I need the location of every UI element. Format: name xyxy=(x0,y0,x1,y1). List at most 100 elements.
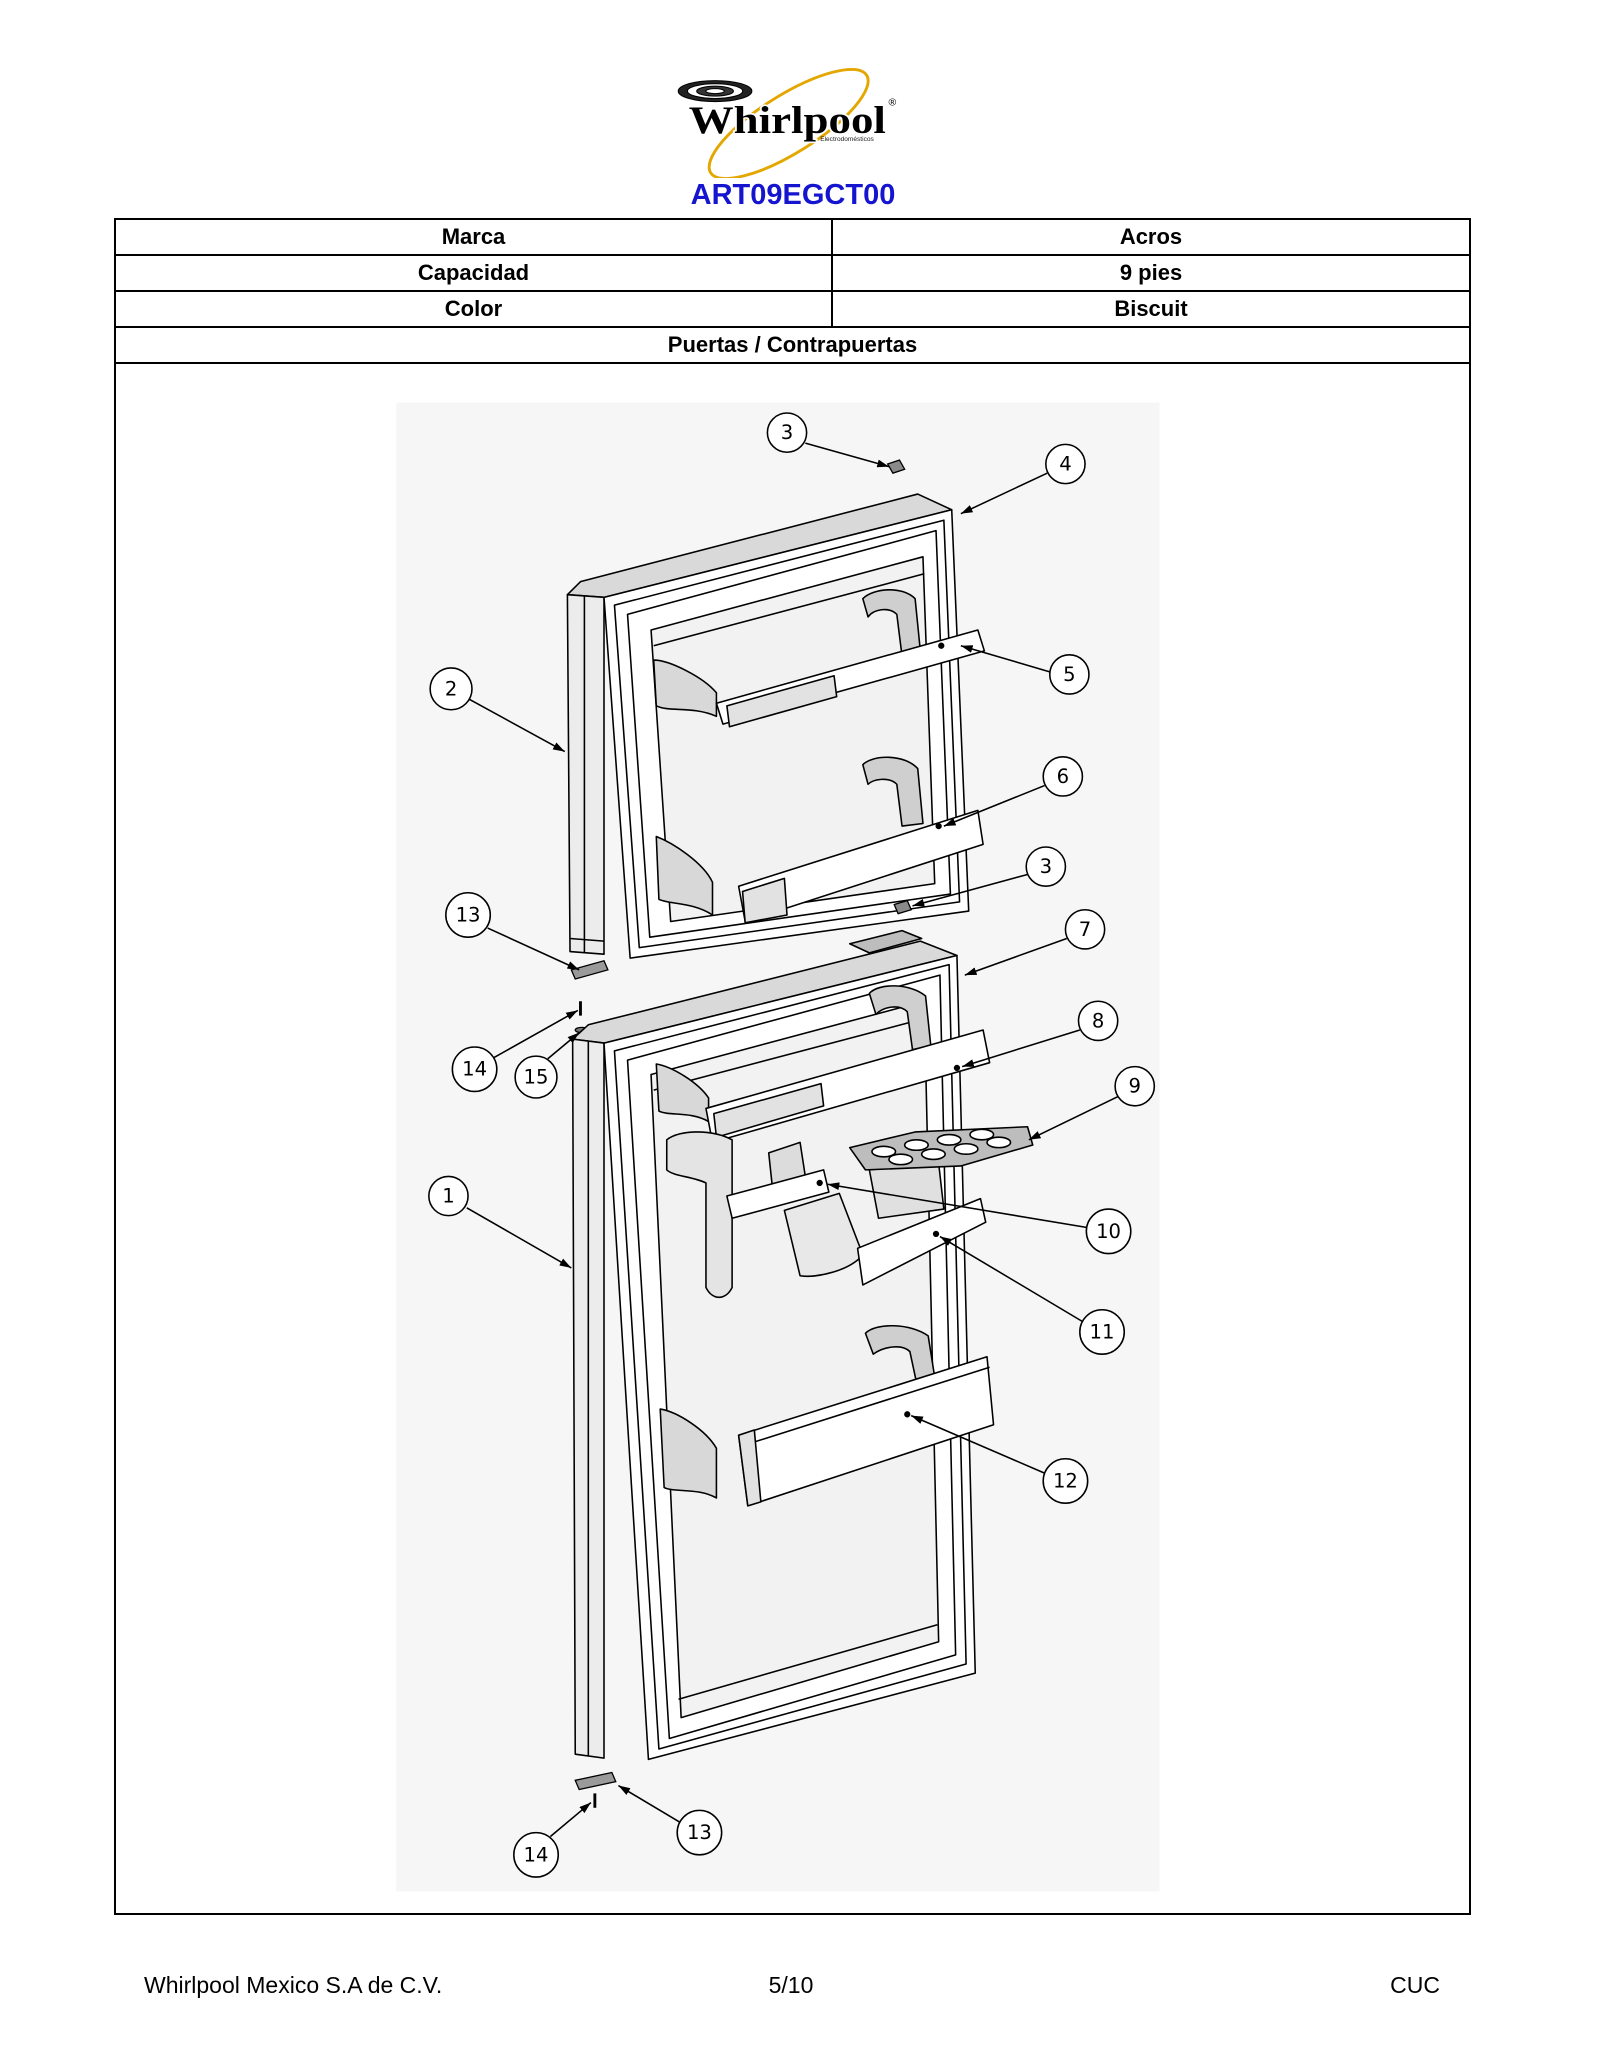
logo-wordmark: Whirlpool xyxy=(689,98,886,142)
exploded-parts-diagram: 3 4 5 2 xyxy=(396,402,1160,1892)
section-title: Puertas / Contrapuertas xyxy=(667,332,918,357)
shelf-11-target xyxy=(932,1230,940,1238)
freezer-door-bottom-edge xyxy=(569,937,605,942)
freezer-upper-left-support xyxy=(652,659,718,718)
exploded-diagram-cell: 3 4 5 2 xyxy=(116,364,1469,1913)
small-parts xyxy=(570,459,913,1808)
callout-label: 14 xyxy=(462,1058,487,1081)
shelf-8-end xyxy=(713,1082,825,1138)
callout-14-bottom: 14 xyxy=(513,1801,592,1878)
callout-label: 1 xyxy=(442,1185,454,1208)
callout-6: 6 xyxy=(943,756,1084,827)
fresh-liner-bottom-rim xyxy=(678,1624,938,1701)
callout-label: 6 xyxy=(1057,765,1069,788)
spec-row-color: Color Biscuit xyxy=(116,292,1469,328)
shelf-5-target xyxy=(938,642,945,649)
spec-label: Marca xyxy=(116,220,833,254)
section-header-row: Puertas / Contrapuertas xyxy=(116,328,1469,364)
part-13-top-hinge xyxy=(570,959,609,980)
callout-label: 3 xyxy=(781,421,793,444)
footer-code: CUC xyxy=(1390,1972,1440,1998)
callout-label: 7 xyxy=(1079,918,1091,941)
callout-label: 11 xyxy=(1090,1320,1115,1343)
fresh-door-top-hinge-block xyxy=(848,929,923,954)
fresh-mid-left-support xyxy=(659,1408,718,1499)
freezer-door-liner xyxy=(650,556,936,923)
freezer-door xyxy=(566,493,986,959)
freezer-lower-left-support xyxy=(655,835,714,916)
shelf-6 xyxy=(737,809,984,923)
part-3-mid-stop xyxy=(893,899,913,915)
callout-label: 14 xyxy=(524,1843,549,1866)
callout-label: 3 xyxy=(1040,855,1052,878)
freezer-gasket-inner xyxy=(626,529,952,938)
callout-7: 7 xyxy=(964,908,1106,976)
shelf-10 xyxy=(726,1169,830,1220)
callout-15: 15 xyxy=(514,1032,580,1099)
callout-12: 12 xyxy=(910,1414,1089,1504)
logo-tagline: Electrodomésticos xyxy=(820,136,874,143)
part-3-top-stop xyxy=(886,459,906,474)
shelf-5-end xyxy=(726,674,838,728)
callout-8: 8 xyxy=(961,1000,1119,1068)
spec-label: Capacidad xyxy=(116,256,833,290)
shelf-11 xyxy=(856,1197,987,1286)
callout-label: 5 xyxy=(1063,663,1075,686)
whirlpool-logo: Whirlpool ® Electrodomésticos xyxy=(673,66,903,178)
fresh-liner-rim xyxy=(653,1017,926,1091)
spec-label: Color xyxy=(116,292,833,326)
logo-graphic: Whirlpool ® Electrodomésticos xyxy=(677,67,897,178)
logo-swoosh xyxy=(707,67,870,178)
spec-row-capacity: Capacidad 9 pies xyxy=(116,256,1469,292)
shelf-10-target xyxy=(816,1179,823,1187)
footer-page-number: 5/10 xyxy=(768,1972,814,1998)
callout-4: 4 xyxy=(960,443,1086,515)
fresh-gasket-outer xyxy=(613,963,967,1750)
shelf-12-end xyxy=(737,1429,762,1507)
callout-label: 15 xyxy=(524,1066,549,1089)
part-13-bottom-hinge xyxy=(574,1771,617,1791)
callout-label: 2 xyxy=(445,677,457,700)
shelf-12-rim xyxy=(742,1366,990,1447)
callout-9: 9 xyxy=(1028,1065,1156,1141)
callout-2: 2 xyxy=(429,667,566,753)
callout-label: 10 xyxy=(1096,1220,1121,1243)
callout-11: 11 xyxy=(939,1235,1126,1355)
callout-13-bottom: 13 xyxy=(617,1784,723,1856)
callout-1: 1 xyxy=(428,1175,572,1269)
callout-3-mid: 3 xyxy=(912,846,1067,907)
parts-table: Marca Acros Capacidad 9 pies Color Biscu… xyxy=(114,218,1471,1915)
freezer-door-side-panel xyxy=(566,593,605,955)
spec-value: Biscuit xyxy=(1114,296,1188,321)
callout-3-top: 3 xyxy=(766,412,890,468)
egg-tray-9 xyxy=(848,1125,1034,1171)
callout-label: 12 xyxy=(1053,1469,1078,1492)
freezer-lower-right-support xyxy=(862,756,924,827)
freezer-liner-rim xyxy=(653,573,925,647)
logo-registered-mark: ® xyxy=(889,97,897,109)
fresh-gasket-inner xyxy=(626,974,957,1740)
callout-label: 8 xyxy=(1092,1009,1104,1032)
logo-swirl-icon xyxy=(677,80,753,103)
callout-10: 10 xyxy=(827,1182,1132,1255)
shelf-8-target xyxy=(953,1064,961,1072)
freezer-gasket-outer xyxy=(613,519,961,949)
spec-value: Acros xyxy=(1119,224,1183,249)
footer-company: Whirlpool Mexico S.A de C.V. xyxy=(144,1972,443,1998)
dairy-compartment xyxy=(665,1131,733,1299)
callout-5: 5 xyxy=(960,644,1090,695)
callout-label: 13 xyxy=(687,1821,712,1844)
model-code: ART09EGCT00 xyxy=(690,179,896,211)
shelf-6-end xyxy=(741,877,788,924)
callout-label: 9 xyxy=(1128,1075,1140,1098)
egg-tray-support xyxy=(868,1162,945,1220)
spec-value: 9 pies xyxy=(1119,260,1183,285)
callout-14-top: 14 xyxy=(451,1009,579,1093)
shelf-12-target xyxy=(904,1411,911,1418)
fresh-food-door xyxy=(571,929,1034,1761)
spec-row-brand: Marca Acros xyxy=(116,220,1469,256)
callout-label: 13 xyxy=(456,903,481,926)
shelf-6-target xyxy=(935,822,942,830)
callout-13-top: 13 xyxy=(445,891,580,971)
